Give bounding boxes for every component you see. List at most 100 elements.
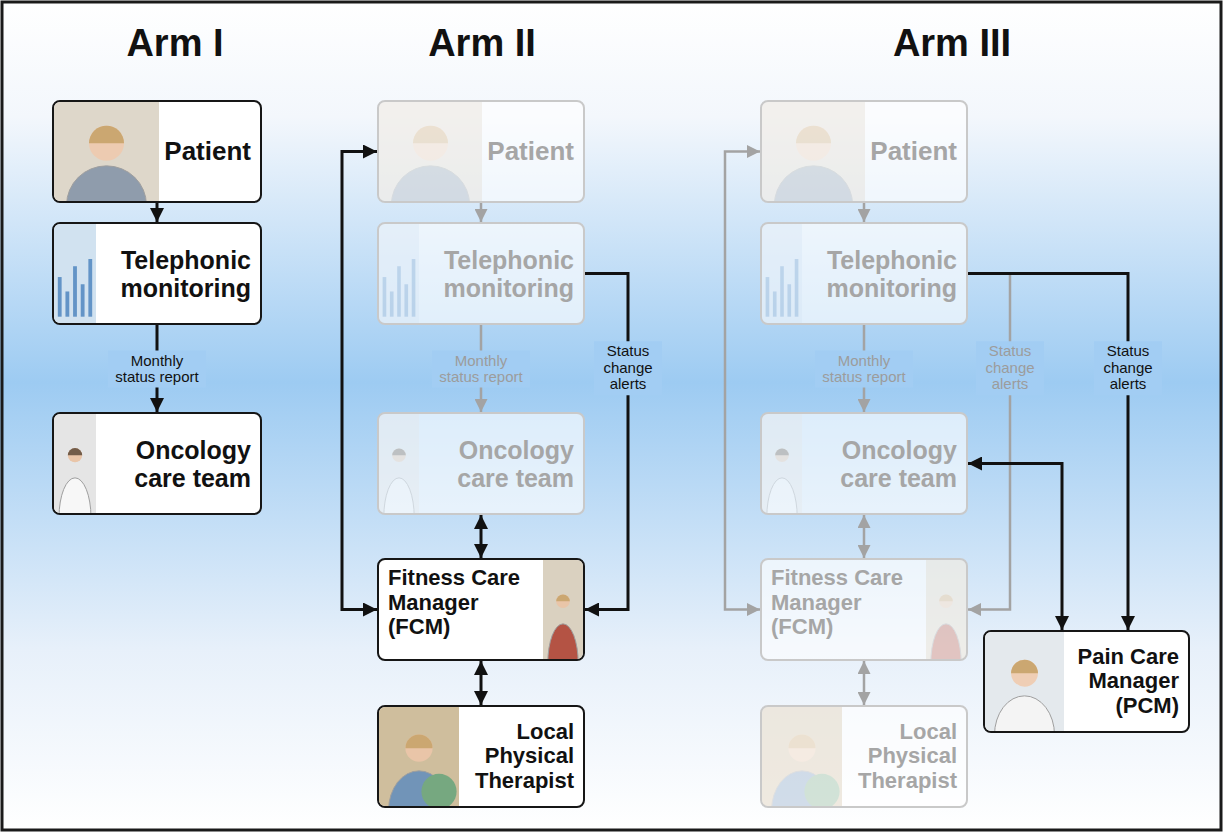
person-hair — [1011, 660, 1038, 673]
box-label: Oncology care team — [101, 436, 251, 492]
person-body — [59, 478, 91, 515]
chart-bar — [88, 259, 92, 317]
person-body — [994, 696, 1054, 733]
connector-arrow — [863, 661, 866, 705]
person-body — [391, 166, 469, 203]
person-body — [384, 478, 414, 515]
person-head — [68, 448, 82, 462]
chart-bar — [780, 266, 784, 316]
person-hair — [939, 594, 953, 601]
box-label: Telephonic monitoring — [807, 246, 957, 302]
box-illustration — [54, 224, 96, 325]
photo-ground — [54, 224, 96, 325]
chart-bar — [390, 291, 394, 316]
person-hair — [405, 735, 432, 749]
connector-arrow — [480, 203, 483, 222]
box-illustration — [762, 224, 802, 325]
box-illustration — [54, 414, 96, 515]
box-illustration — [543, 560, 583, 661]
edge-label: Monthly status report — [432, 350, 530, 387]
edge-label: Monthly status report — [815, 350, 913, 387]
connector-arrow — [585, 274, 628, 610]
greyed-process-box: Telephonic monitoring — [760, 222, 968, 325]
process-box: Pain Care Manager (PCM) — [983, 630, 1190, 733]
person-hair — [796, 126, 831, 144]
box-label: Fitness Care Manager (FCM) — [771, 566, 921, 640]
greyed-process-box: Oncology care team — [760, 412, 968, 515]
person-hair — [413, 126, 448, 144]
box-label: Local Physical Therapist — [464, 720, 574, 794]
connector-arrow — [863, 515, 866, 558]
box-label: Fitness Care Manager (FCM) — [388, 566, 538, 640]
connector-arrow — [480, 515, 483, 558]
greyed-process-box: Oncology care team — [377, 412, 585, 515]
photo-ground — [379, 224, 419, 325]
greyed-process-box: Local Physical Therapist — [760, 705, 968, 808]
greyed-process-box: Patient — [760, 100, 968, 203]
process-box: Local Physical Therapist — [377, 705, 585, 808]
person-head — [556, 594, 570, 608]
photo-ground — [762, 224, 802, 325]
process-box: Oncology care team — [52, 412, 262, 515]
chart-bar — [787, 284, 791, 316]
edge-label: Status change alerts — [594, 341, 662, 395]
person-body — [548, 624, 578, 661]
box-illustration — [762, 707, 842, 808]
person-hair — [392, 448, 406, 455]
connector-arrow — [342, 152, 377, 610]
connector-arrow — [968, 274, 1128, 631]
person-head — [775, 448, 789, 462]
box-illustration — [762, 414, 802, 515]
greyed-process-box: Telephonic monitoring — [377, 222, 585, 325]
chart-bar — [383, 277, 387, 317]
box-illustration — [379, 707, 459, 808]
box-illustration — [379, 414, 419, 515]
person-hair — [788, 735, 815, 749]
arm-heading: Arm II — [428, 22, 536, 66]
connector-arrow — [156, 203, 159, 222]
person-head — [939, 594, 953, 608]
connector-arrow — [480, 661, 483, 705]
person-hair — [775, 448, 789, 455]
person-body — [767, 478, 797, 515]
edge-label: Status change alerts — [1094, 341, 1162, 395]
greyed-process-box: Patient — [377, 100, 585, 203]
person-head — [788, 735, 815, 762]
edge-label: Monthly status report — [108, 350, 206, 387]
person-head — [1011, 660, 1038, 687]
box-illustration — [762, 102, 865, 203]
box-label: Patient — [487, 137, 574, 166]
chart-bar — [766, 277, 770, 317]
person-hair — [556, 594, 570, 601]
box-label: Oncology care team — [807, 436, 957, 492]
edge-label: Status change alerts — [976, 341, 1044, 395]
arm-heading: Arm III — [893, 22, 1011, 66]
box-illustration — [379, 224, 419, 325]
connector-arrow — [968, 464, 1062, 631]
box-label: Patient — [870, 137, 957, 166]
connector-arrow — [863, 203, 866, 222]
box-label: Telephonic monitoring — [101, 246, 251, 302]
chart-bar — [81, 284, 85, 316]
chart-bar — [73, 266, 77, 316]
process-box: Telephonic monitoring — [52, 222, 262, 325]
box-label: Oncology care team — [424, 436, 574, 492]
person-head — [413, 126, 448, 161]
process-box: Patient — [52, 100, 262, 203]
greyed-process-box: Fitness Care Manager (FCM) — [760, 558, 968, 661]
person-hair — [89, 126, 124, 144]
chart-bar — [58, 277, 62, 317]
chart-bar — [65, 291, 69, 316]
person-body — [67, 166, 147, 203]
box-label: Patient — [164, 137, 251, 166]
box-illustration — [985, 632, 1064, 733]
box-illustration — [54, 102, 159, 203]
connector-arrow — [968, 274, 1010, 610]
connector-arrow — [725, 152, 760, 610]
person-hair — [68, 448, 82, 455]
process-box: Fitness Care Manager (FCM) — [377, 558, 585, 661]
box-label: Pain Care Manager (PCM) — [1069, 645, 1179, 719]
